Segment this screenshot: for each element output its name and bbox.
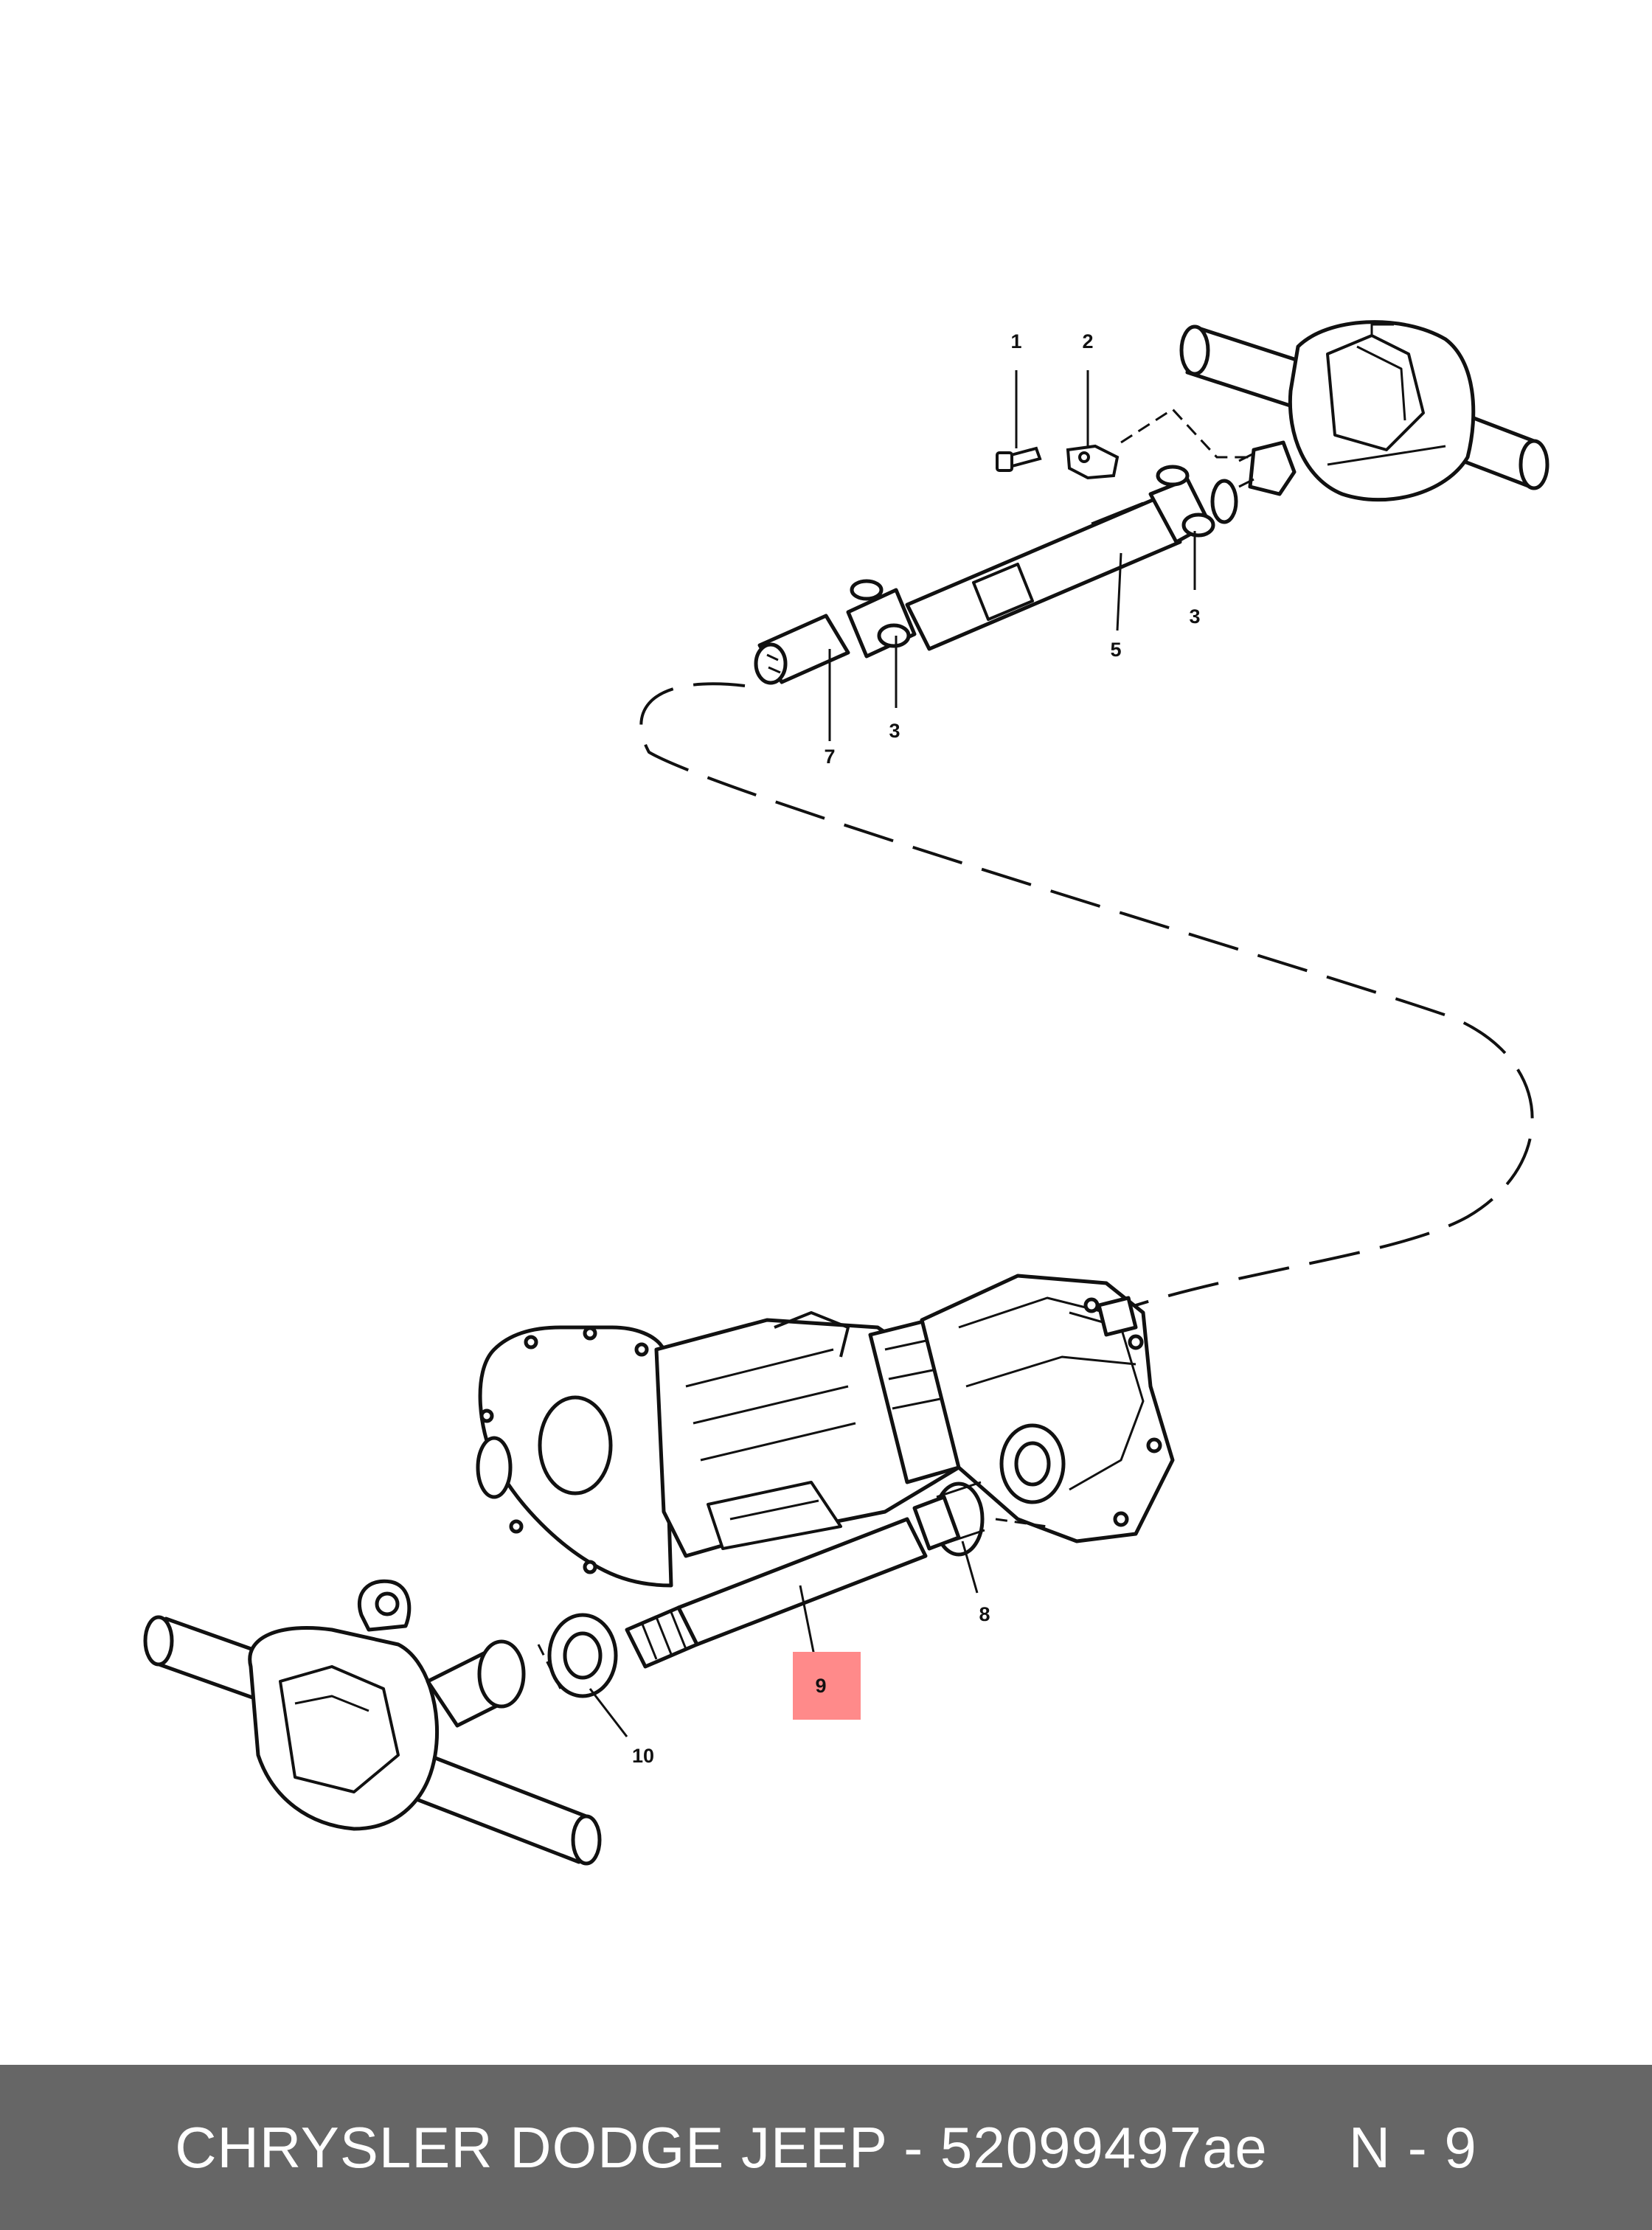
callout-9-highlight: [793, 1652, 861, 1720]
callout-7: 7: [824, 746, 835, 768]
callout-8: 8: [979, 1603, 990, 1625]
callout-2: 2: [1082, 330, 1093, 352]
transmission-assembly: [476, 1274, 1175, 1588]
rear-axle: [1179, 320, 1549, 502]
footer-diagram-ref: N - 9: [1348, 2114, 1477, 2180]
callout-3-front: 3: [889, 720, 900, 742]
dashed-connector: [639, 682, 1534, 1307]
front-axle: [143, 1579, 602, 1866]
callout-1: 1: [1010, 330, 1021, 352]
callout-5: 5: [1110, 639, 1121, 661]
dashed-leader-bracket: [1120, 408, 1254, 459]
callout-leaders: [589, 370, 1196, 1737]
dashed-leader-front-cv: [537, 1518, 1048, 1689]
callout-3-rear: 3: [1189, 605, 1200, 628]
bolt-part: [996, 446, 1042, 472]
exploded-driveline-diagram: 1 2 3 3 5 7 8 9 10: [143, 320, 1549, 1866]
rear-driveshaft: [754, 465, 1238, 685]
callout-9: 9: [815, 1675, 826, 1697]
callout-10: 10: [632, 1745, 654, 1767]
footer-banner: CHRYSLER DODGE JEEP - 52099497ae N - 9: [0, 2065, 1652, 2230]
front-driveshaft: [547, 1481, 985, 1698]
footer-brand-part-number: CHRYSLER DODGE JEEP - 52099497ae: [175, 2114, 1268, 2180]
bracket-part: [1066, 444, 1120, 480]
